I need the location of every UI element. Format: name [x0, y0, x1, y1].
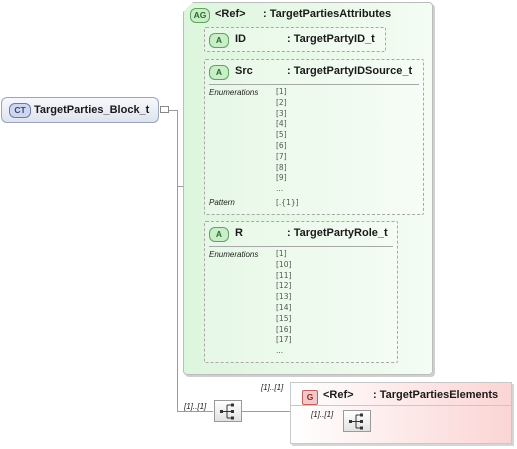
enumeration-value: [13] [276, 292, 292, 302]
enumeration-value: [1] [276, 249, 287, 258]
sequence-glyph [220, 403, 234, 420]
collapse-toggle[interactable] [160, 106, 169, 113]
enumeration-value: ... [276, 184, 284, 194]
enumeration-list: [1] [2] [3] [4] [5] [6] [7] [8] [9] ... [276, 87, 287, 195]
enumeration-value: [5] [276, 130, 287, 140]
connector-line [177, 411, 213, 412]
attribute-type: : TargetPartyIDSource_t [287, 65, 413, 77]
attribute-src[interactable]: A Src : TargetPartyIDSource_t Enumeratio… [204, 59, 424, 215]
attribute-badge: A [209, 65, 229, 80]
enumeration-list: [1] [10] [11] [12] [13] [14] [15] [16] [… [276, 249, 291, 357]
connector-line [169, 110, 177, 111]
sequence-icon[interactable] [214, 400, 242, 422]
connector-line [242, 411, 290, 412]
pattern-label: Pattern [209, 198, 235, 207]
complex-type-badge: CT [9, 103, 31, 118]
attribute-type: : TargetPartyRole_t [287, 227, 388, 239]
attribute-group-name: : TargetPartiesAttributes [263, 8, 392, 20]
enumeration-value: [17] [276, 335, 292, 345]
enumeration-value: [6] [276, 140, 287, 150]
enumeration-value: ... [276, 346, 284, 356]
attribute-name: R [235, 227, 243, 239]
attribute-group-ref: <Ref> [215, 8, 246, 20]
enumeration-value: [8] [276, 162, 287, 172]
attribute-type: : TargetPartyID_t [287, 33, 375, 45]
enumeration-value: [12] [276, 281, 292, 291]
enumeration-value: [15] [276, 313, 292, 323]
attribute-name: Src [235, 65, 253, 77]
sequence-multiplicity: [1]..[1] [184, 402, 207, 411]
attribute-group-badge: AG [190, 8, 210, 23]
attribute-r[interactable]: A R : TargetPartyRole_t Enumerations [1]… [204, 221, 398, 363]
attribute-divider [209, 84, 419, 85]
attribute-divider [209, 246, 393, 247]
group-name: : TargetPartiesElements [373, 389, 499, 401]
enumerations-label: Enumerations [209, 250, 259, 259]
enumeration-value: [2] [276, 97, 287, 107]
sequence-icon[interactable] [343, 410, 371, 432]
connector-line [177, 110, 178, 412]
enumeration-value: [16] [276, 324, 292, 334]
enumeration-value: [9] [276, 173, 287, 183]
group-ref: <Ref> [323, 389, 354, 401]
attribute-name: ID [235, 33, 246, 45]
attribute-id[interactable]: A ID : TargetPartyID_t [204, 27, 386, 52]
group-badge: G [302, 390, 318, 405]
enumeration-value: [10] [276, 259, 292, 269]
enumeration-value: [11] [276, 270, 292, 280]
group-divider [291, 405, 511, 406]
complex-type-node[interactable]: CT TargetParties_Block_t [1, 97, 159, 123]
enumerations-label: Enumerations [209, 88, 259, 97]
attribute-group-node[interactable] [183, 2, 433, 375]
pattern-value: [.{1}] [276, 198, 299, 207]
group-node[interactable]: G <Ref> : TargetPartiesElements [1]..[1] [290, 382, 512, 444]
enumeration-value: [4] [276, 119, 287, 129]
attribute-badge: A [209, 227, 229, 242]
group-outer-multiplicity: [1]..[1] [261, 383, 284, 392]
corner-cut [183, 2, 193, 12]
enumeration-value: [7] [276, 151, 287, 161]
enumeration-value: [14] [276, 302, 292, 312]
sequence-glyph [349, 413, 363, 430]
complex-type-name: TargetParties_Block_t [34, 104, 150, 116]
group-inner-multiplicity: [1]..[1] [311, 410, 334, 419]
enumeration-value: [3] [276, 108, 287, 118]
enumeration-value: [1] [276, 87, 287, 96]
attribute-badge: A [209, 33, 229, 48]
